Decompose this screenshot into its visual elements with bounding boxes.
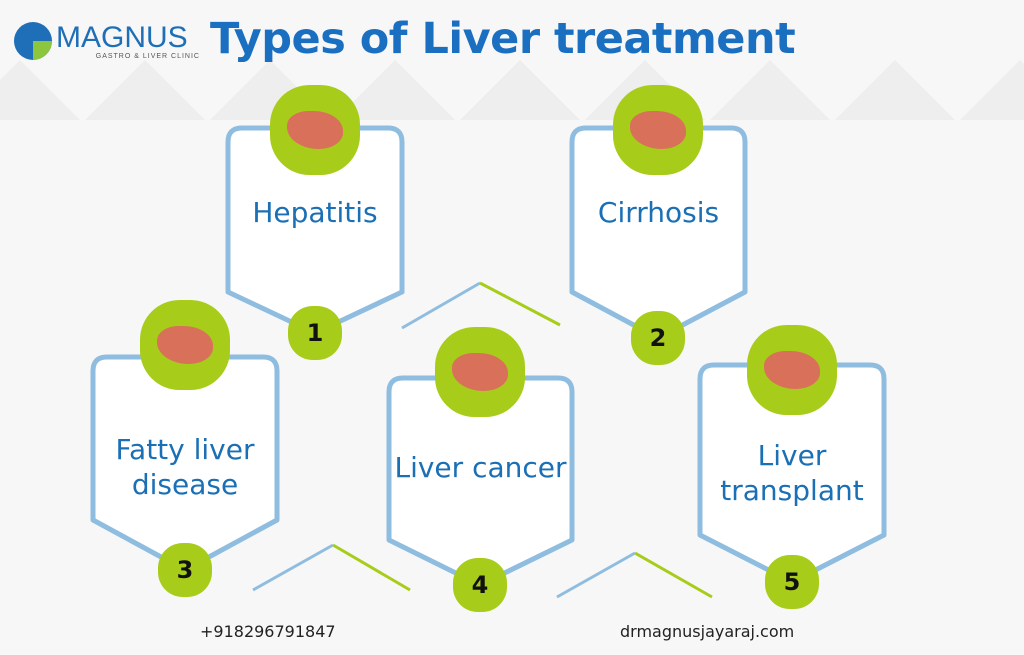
number-badge: 3 — [158, 543, 212, 597]
bg-triangle — [835, 60, 955, 120]
liver-shape — [287, 111, 343, 149]
logo-icon — [14, 22, 52, 60]
clinic-logo: MAGNUS GASTRO & LIVER CLINIC — [14, 22, 200, 60]
number-badge: 5 — [765, 555, 819, 609]
phone-number: +918296791847 — [200, 622, 336, 641]
fatty-liver-icon — [140, 300, 230, 390]
card-outline — [697, 362, 887, 585]
bg-triangle — [335, 60, 455, 120]
card-outline — [225, 125, 405, 336]
bg-triangle — [960, 60, 1024, 120]
card-label: Fatty liver disease — [115, 433, 255, 501]
card-outline — [569, 125, 748, 341]
number-badge: 2 — [631, 311, 685, 365]
liver-transplant-icon — [747, 325, 837, 415]
logo-name: MAGNUS — [56, 22, 188, 54]
decor-line-green — [479, 281, 561, 327]
page-title: Types of Liver treatment — [210, 14, 796, 64]
card-outline — [386, 375, 575, 588]
liver-shape — [452, 353, 508, 391]
bg-triangle — [460, 60, 580, 120]
card-label: Liver transplant — [720, 439, 864, 507]
bg-triangle — [0, 60, 80, 120]
card-outline — [90, 354, 280, 573]
card-label: Liver cancer — [394, 451, 567, 484]
cirrhosis-scan-icon — [613, 85, 703, 175]
decor-line-blue — [401, 281, 481, 330]
liver-shape — [157, 326, 213, 364]
decor-line-blue — [556, 551, 636, 599]
liver-shape — [764, 351, 820, 389]
liver-shape — [630, 111, 686, 149]
number-badge: 1 — [288, 306, 342, 360]
card-label: Hepatitis — [252, 196, 378, 229]
decor-line-green — [634, 551, 713, 599]
liver-virus-icon — [270, 85, 360, 175]
bg-triangle — [85, 60, 205, 120]
website: drmagnusjayaraj.com — [620, 622, 795, 641]
card-label: Cirrhosis — [597, 196, 720, 229]
liver-cancer-ribbon-icon — [435, 327, 525, 417]
number-badge: 4 — [453, 558, 507, 612]
decor-line-green — [332, 543, 411, 592]
decor-line-blue — [252, 543, 334, 592]
logo-subtitle: GASTRO & LIVER CLINIC — [95, 52, 200, 60]
bg-triangle — [710, 60, 830, 120]
